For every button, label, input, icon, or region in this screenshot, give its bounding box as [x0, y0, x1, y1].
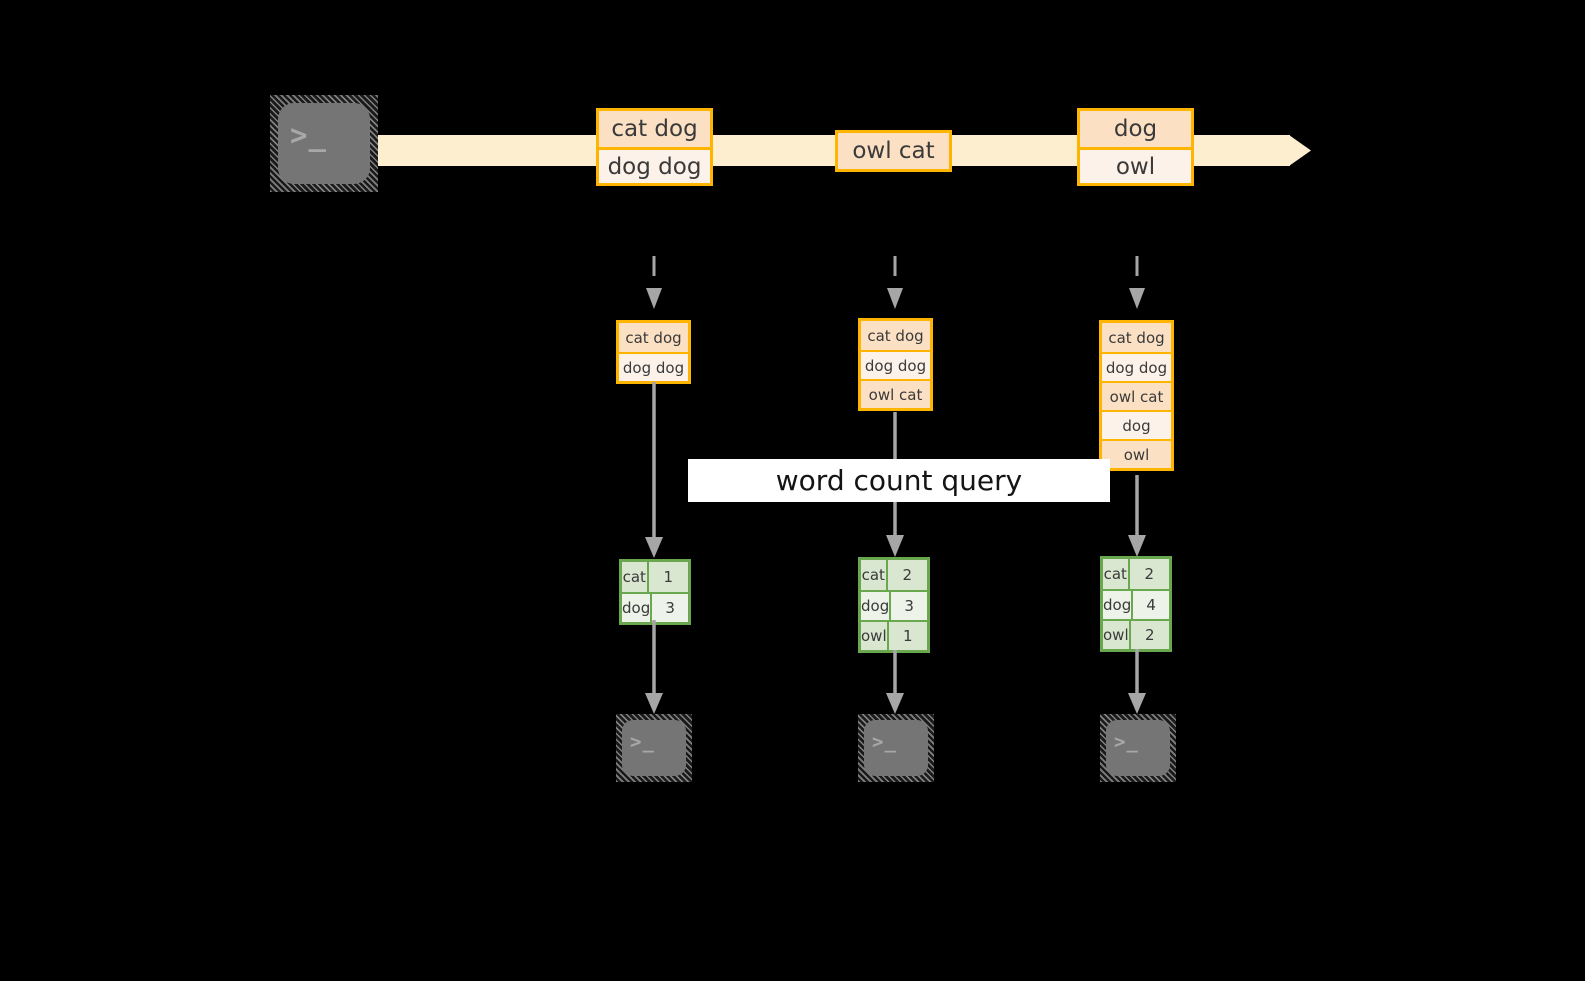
stream-record: owl	[1080, 147, 1191, 183]
result-count: 1	[888, 622, 927, 650]
result-word: owl	[861, 622, 889, 650]
result-word: cat	[861, 560, 888, 590]
terminal-prompt-glyph: >_	[1114, 731, 1139, 753]
stream-group-1: cat dog dog dog	[596, 108, 713, 186]
result-count: 2	[1129, 559, 1169, 589]
result-count: 2	[1130, 621, 1169, 649]
sink-connector-column-3	[1125, 649, 1149, 716]
stream-arrowhead	[1289, 123, 1311, 178]
query-connector-column-1	[642, 382, 666, 560]
result-word: dog	[1103, 591, 1134, 619]
table-row: dog 3	[622, 592, 688, 622]
input-record: dog dog	[1102, 352, 1171, 381]
sink-connector-column-2	[883, 650, 907, 716]
result-word: dog	[622, 594, 653, 622]
table-row: owl 2	[1103, 619, 1169, 649]
terminal-body	[864, 720, 928, 776]
terminal-prompt-glyph: >_	[872, 731, 897, 753]
input-record: owl cat	[861, 379, 930, 408]
terminal-prompt-glyph: >_	[630, 731, 655, 753]
input-record: cat dog	[619, 323, 688, 352]
table-row: dog 3	[861, 590, 927, 620]
column-1-input-records: cat dog dog dog	[616, 320, 691, 384]
input-record: cat dog	[1102, 323, 1171, 352]
input-record: dog	[1102, 410, 1171, 439]
column-2-input-records: cat dog dog dog owl cat	[858, 318, 933, 411]
dashed-connector-column-1	[642, 256, 666, 314]
column-2-result-table: cat 2 dog 3 owl 1	[858, 557, 930, 653]
stream-record: dog	[1080, 111, 1191, 147]
input-record: dog dog	[861, 350, 930, 379]
result-count: 4	[1133, 591, 1169, 619]
column-3-input-records: cat dog dog dog owl cat dog owl	[1099, 320, 1174, 471]
column-3-result-table: cat 2 dog 4 owl 2	[1100, 556, 1172, 652]
sink-connector-column-1	[642, 620, 666, 716]
query-connector-column-3	[1125, 475, 1149, 560]
terminal-prompt-glyph: >_	[290, 118, 327, 152]
input-record: owl	[1102, 439, 1171, 468]
query-label: word count query	[688, 459, 1110, 502]
column-2-sink-terminal-icon: >_	[858, 714, 934, 782]
stream-record: dog dog	[599, 147, 710, 183]
result-word: owl	[1103, 621, 1131, 649]
query-label-text: word count query	[775, 464, 1023, 497]
terminal-body	[278, 103, 370, 184]
stream-record: owl cat	[838, 133, 949, 169]
table-row: cat 2	[1103, 559, 1169, 589]
input-record: dog dog	[619, 352, 688, 381]
column-3-sink-terminal-icon: >_	[1100, 714, 1176, 782]
result-count: 3	[652, 594, 688, 622]
terminal-body	[622, 720, 686, 776]
result-count: 1	[648, 562, 688, 592]
dashed-connector-column-2	[883, 256, 907, 314]
source-terminal-icon: >_	[270, 95, 378, 192]
column-1-result-table: cat 1 dog 3	[619, 559, 691, 625]
result-count: 2	[887, 560, 927, 590]
input-record: cat dog	[861, 321, 930, 350]
dashed-connector-column-3	[1125, 256, 1149, 314]
result-word: dog	[861, 592, 892, 620]
result-word: cat	[1103, 559, 1130, 589]
table-row: cat 2	[861, 560, 927, 590]
table-row: cat 1	[622, 562, 688, 592]
result-count: 3	[891, 592, 927, 620]
stream-group-2: owl cat	[835, 130, 952, 172]
stream-record: cat dog	[599, 111, 710, 147]
terminal-body	[1106, 720, 1170, 776]
stream-group-3: dog owl	[1077, 108, 1194, 186]
input-record: owl cat	[1102, 381, 1171, 410]
table-row: dog 4	[1103, 589, 1169, 619]
column-1-sink-terminal-icon: >_	[616, 714, 692, 782]
table-row: owl 1	[861, 620, 927, 650]
result-word: cat	[622, 562, 649, 592]
